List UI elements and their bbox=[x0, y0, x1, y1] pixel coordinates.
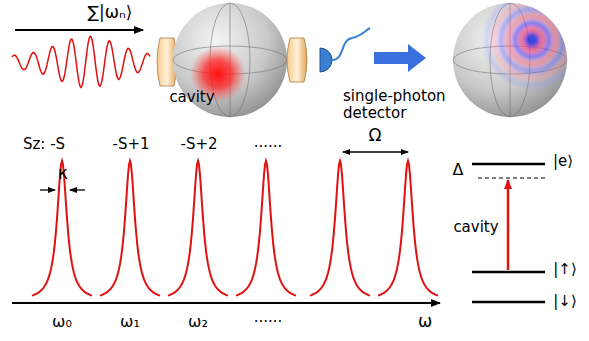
frequency-label: ω₀ bbox=[52, 313, 72, 331]
interference-ring bbox=[508, 16, 556, 64]
interference-ring bbox=[501, 9, 563, 71]
ellipsis: ...... bbox=[254, 134, 283, 151]
cavity-label: cavity bbox=[169, 89, 214, 106]
interference-ring bbox=[494, 2, 570, 78]
level-label: |e⟩ bbox=[553, 153, 573, 170]
cavity-label: cavity bbox=[453, 219, 498, 236]
interference-ring bbox=[521, 29, 543, 51]
interference-ring bbox=[515, 23, 549, 57]
input-state-label: ∑|ωₙ⟩ bbox=[88, 3, 133, 23]
detuning-label: Δ bbox=[453, 161, 464, 179]
level-label: |↑⟩ bbox=[553, 261, 576, 278]
linewidth-label: κ bbox=[58, 164, 68, 184]
resonance-peak bbox=[236, 161, 296, 296]
spacing-label: Ω bbox=[369, 126, 382, 146]
resonance-peak bbox=[310, 161, 370, 296]
spin-label: -S+2 bbox=[180, 136, 217, 153]
interference-ring bbox=[528, 36, 536, 44]
resonance-peak bbox=[32, 161, 92, 296]
frequency-label: ω₁ bbox=[120, 313, 140, 331]
interference-ring bbox=[487, 0, 577, 85]
spin-label: Sz: -S bbox=[23, 136, 65, 153]
resonance-peak bbox=[378, 161, 438, 296]
level-label: |↓⟩ bbox=[553, 293, 576, 310]
frequency-label: ω₂ bbox=[188, 313, 208, 331]
resonance-peak bbox=[100, 161, 160, 296]
detector-label: single-photon detector bbox=[343, 88, 463, 123]
axis-label: ω bbox=[418, 312, 432, 332]
spin-label: -S+1 bbox=[112, 136, 149, 153]
resonance-peak bbox=[168, 161, 228, 296]
ellipsis: ...... bbox=[254, 309, 283, 326]
